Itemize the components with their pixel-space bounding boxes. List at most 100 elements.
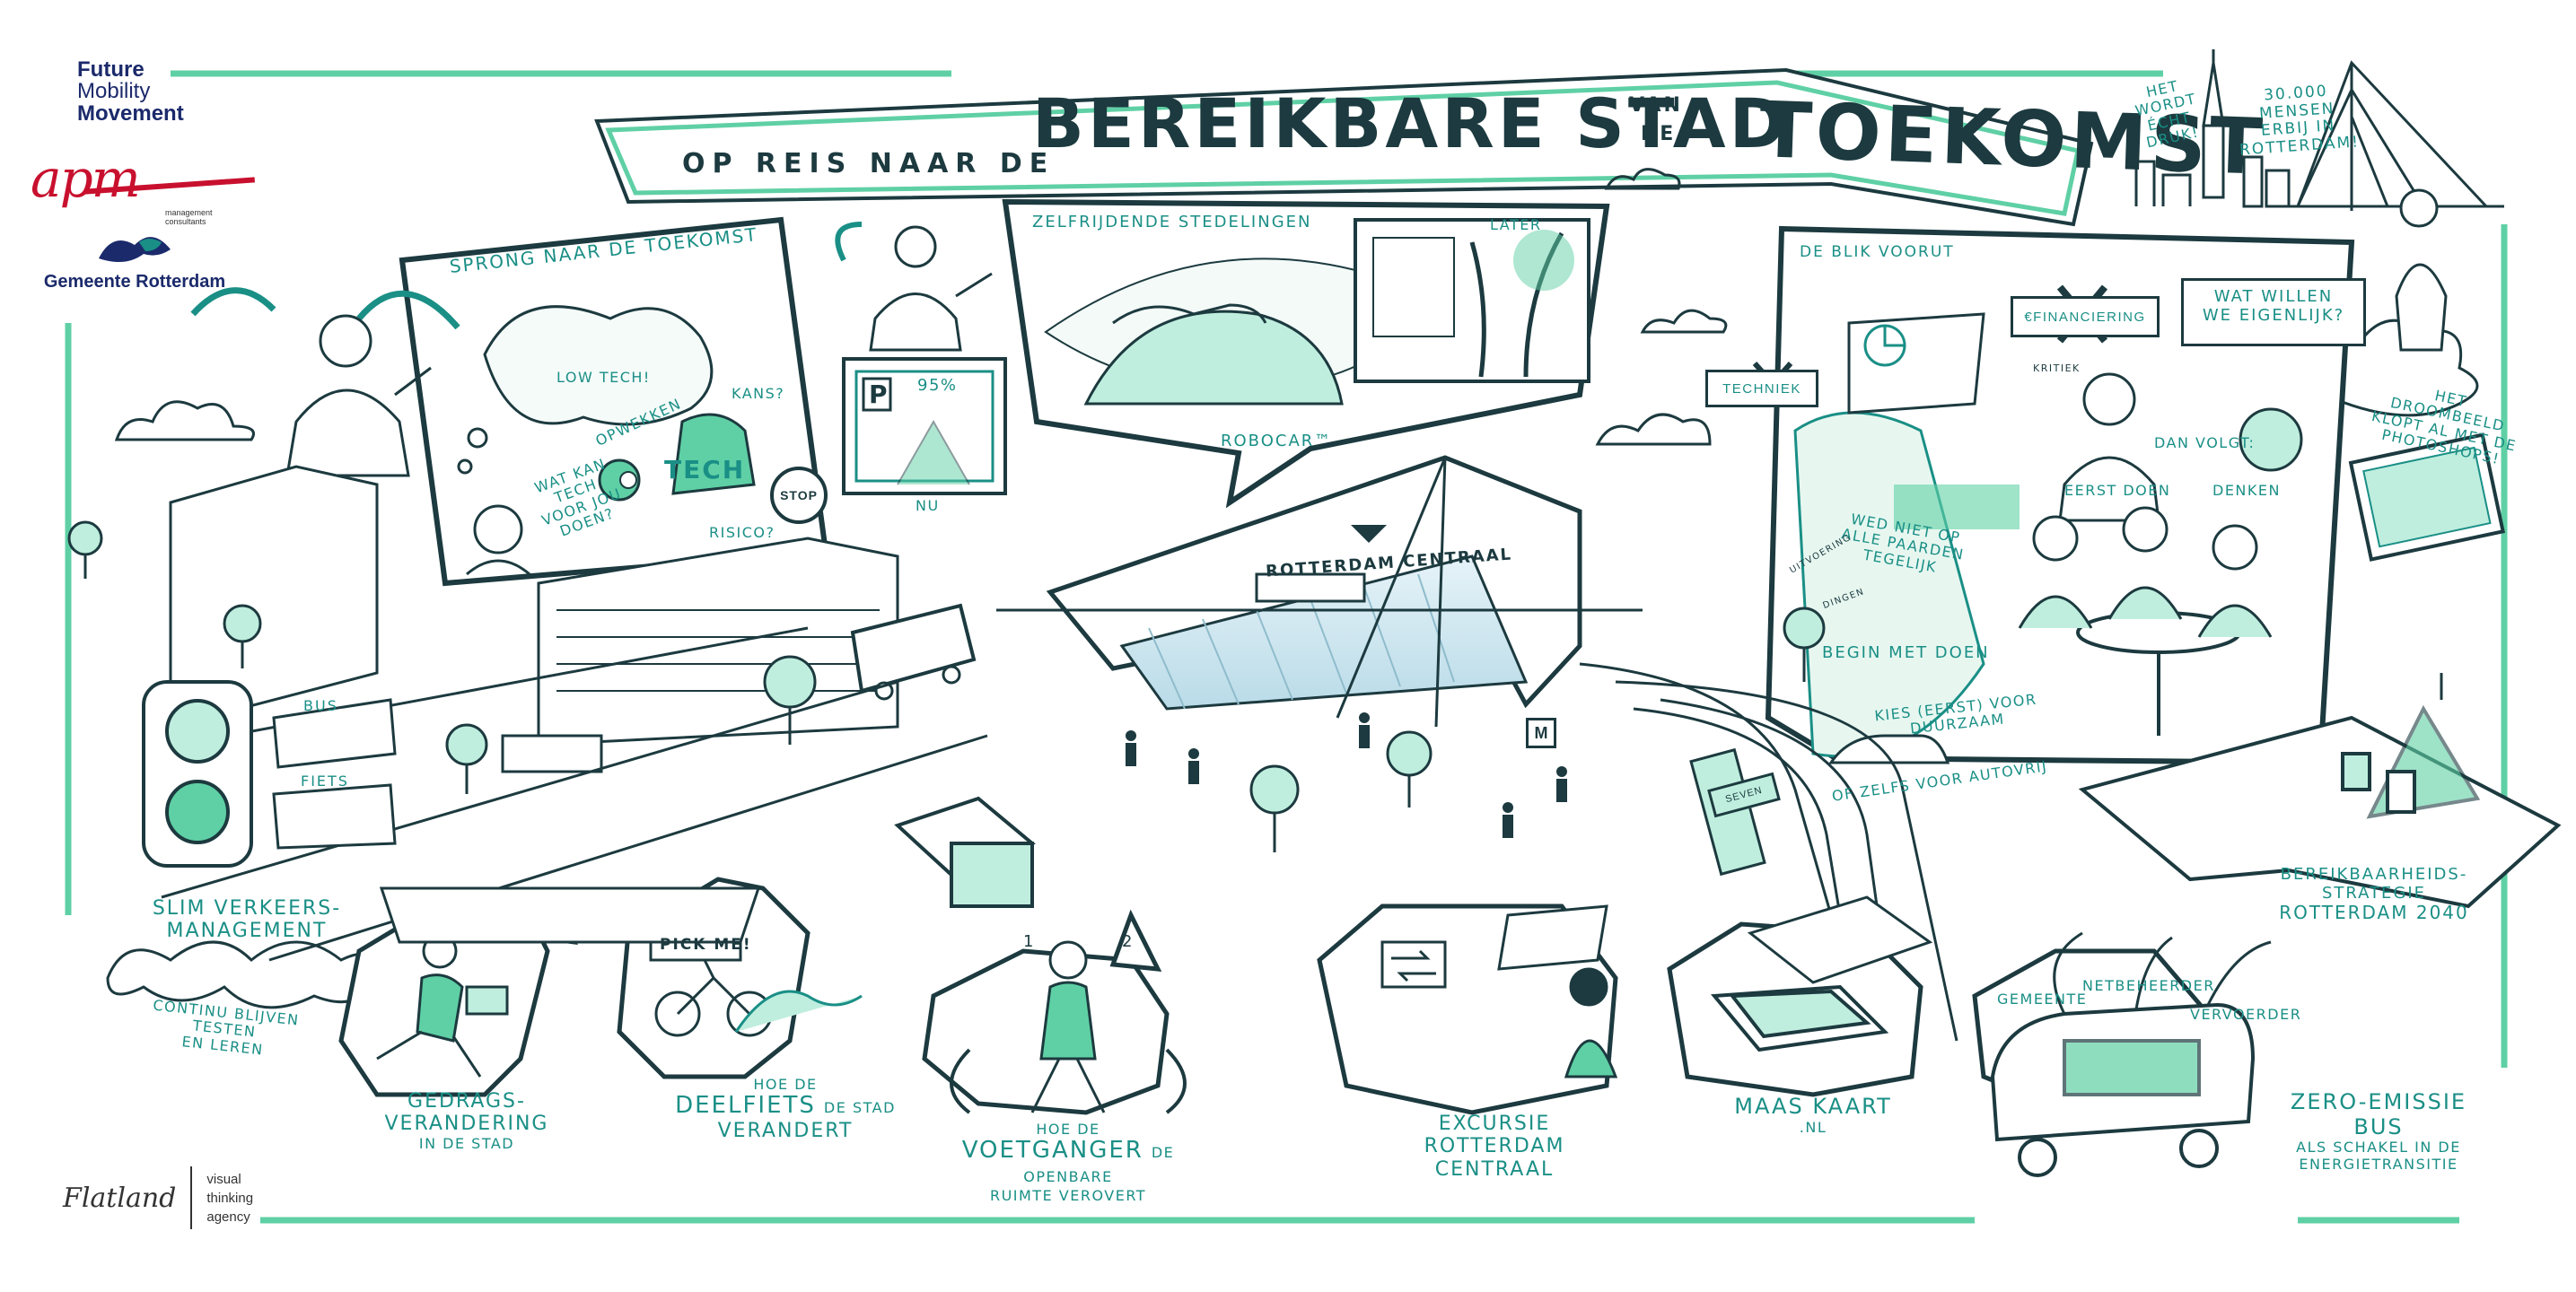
sprong-tech-label: TECH [664, 455, 746, 484]
running-figure [376, 886, 761, 1078]
gemeente-tag: GEMEENTE [1997, 991, 2088, 1008]
verkeersmanagement-label: SLIM VERKEERS- MANAGEMENT [135, 897, 359, 943]
wat-willen-line2: WE EIGENLIJK? [2202, 305, 2345, 325]
denken-label: DENKEN [2212, 482, 2281, 499]
strategie-line1: BEREIKBAARHEIDS- [2280, 865, 2468, 884]
flatland-tagline: visual thinking agency [206, 1170, 253, 1227]
pick-me-sign: PICK ME! [660, 936, 752, 954]
flatland-tagline-3: agency [206, 1209, 250, 1225]
deelfiets-label: HOE DE DEELFIETS DE STAD VERANDERT [664, 1076, 907, 1143]
zelfrijdende-later: LATER [1490, 216, 1542, 233]
zero-emissie-line3: ALS SCHAKEL IN DE [2296, 1139, 2461, 1157]
standing-figure-right [2395, 188, 2448, 352]
maas-line2: .NL [1799, 1118, 1827, 1136]
maas-label: MAAS KAART .NL [1723, 1094, 1903, 1136]
flatland-tagline-2: thinking [206, 1190, 254, 1206]
title-part2: BEREIKBARE STAD [1032, 83, 1790, 163]
step-number-2: 2 [1122, 932, 1135, 951]
title-banner [594, 67, 2094, 227]
verkeersmanagement-line2: MANAGEMENT [166, 920, 328, 943]
apm-logo: apm management consultants [31, 148, 255, 226]
presenter-figure-middle [835, 222, 993, 352]
parking-nu: NU [916, 497, 940, 514]
traffic-light [142, 680, 397, 868]
voetganger-line1: HOE DE [1036, 1121, 1100, 1138]
fiets-tag: FIETS [301, 773, 349, 790]
parking-p-label: P [869, 380, 889, 409]
fmm-logo-line2: Mobility [77, 79, 151, 104]
deelfiets-line4: VERANDERT [717, 1120, 854, 1143]
vervoerder-tag: VERVOERDER [2190, 1006, 2302, 1023]
presenter-figure-left [190, 287, 460, 477]
voetganger-word: VOETGANGER [961, 1137, 1143, 1165]
robocar-label: ROBOCAR™ [1221, 432, 1333, 450]
gedrag-label: GEDRAGS- VERANDERING IN DE STAD [377, 1090, 556, 1152]
panel-zelfrijdende-frame [842, 198, 1610, 509]
panel-blik-frame [1752, 225, 2355, 766]
rotterdam-logo: Gemeente Rotterdam [27, 231, 242, 292]
title-part1: OP REIS NAAR DE [682, 148, 1056, 179]
sprong-kans: KANS? [732, 385, 785, 402]
excursie-line1: EXCURSIE [1438, 1113, 1551, 1135]
frame-lines [65, 70, 2508, 1224]
netbeheerder-tag: NETBEHEERDER [2082, 977, 2215, 994]
strategie-line3: ROTTERDAM 2040 [2279, 902, 2469, 924]
sprong-risico: RISICO? [709, 524, 775, 541]
eerst-doen-label: EERST DOEN [2064, 482, 2171, 499]
gedrag-line2: VERANDERING [384, 1113, 549, 1136]
excursie-scene [1380, 904, 1618, 1078]
flatland-logo: Flatland visual thinking agency [63, 1166, 253, 1229]
ground-lines [161, 608, 1958, 1042]
zero-emissie-line1: ZERO-EMISSIE [2290, 1089, 2467, 1114]
kritiek-label: KRITIEK [2033, 362, 2081, 374]
maas-phone [1710, 895, 1933, 1052]
deelfiets-word: DEELFIETS [675, 1092, 816, 1120]
station-building [1046, 455, 1582, 728]
zelfrijdende-title: ZELFRIJDENDE STEDELINGEN [1032, 213, 1312, 231]
stop-sign-label: STOP [780, 488, 818, 502]
trees [67, 520, 1826, 852]
deelfiets-line1: HOE DE [753, 1076, 818, 1093]
rotterdam-lion-icon [99, 237, 171, 262]
strategie-label: BEREIKBAARHEIDS- STRATEGIE ROTTERDAM 204… [2262, 865, 2486, 924]
page-title: OP REIS NAAR DE BEREIKBARE STAD VAN DE T… [592, 67, 2267, 211]
flatland-divider [190, 1166, 193, 1229]
parking-percentage: 95% [917, 376, 958, 395]
bus-shelter [894, 796, 1036, 908]
excursie-label: EXCURSIE ROTTERDAM CENTRAAL [1364, 1113, 1625, 1181]
apm-wordmark: apm [31, 148, 141, 209]
metro-sign: M [1526, 718, 1556, 748]
title-van: VAN [1629, 94, 1683, 117]
zero-emissie-line2: BUS [2353, 1113, 2404, 1139]
pedestrian-figure [950, 940, 1187, 1114]
begin-met-doen: BEGIN MET DOEN [1822, 643, 1990, 662]
step-number-1: 1 [1023, 932, 1036, 951]
gedrag-line1: GEDRAGS- [407, 1090, 526, 1113]
sprong-low-tech: LOW TECH! [556, 369, 651, 386]
flatland-tagline-1: visual [206, 1171, 241, 1187]
verkeersmanagement-line1: SLIM VERKEERS- [152, 897, 342, 920]
photo-card [2348, 432, 2506, 562]
fmm-logo-line1: Future [77, 57, 145, 82]
excursie-line2: ROTTERDAM CENTRAAL [1424, 1135, 1565, 1181]
apm-tagline: management consultants [165, 208, 213, 226]
crowd-figures [1126, 712, 1567, 838]
deelfiets-line2: DEELFIETS DE STAD [664, 1092, 907, 1120]
flatland-wordmark: Flatland [63, 1182, 177, 1214]
tram-sign-label: SEVEN [1724, 784, 1764, 806]
strategy-map [2078, 673, 2562, 909]
wat-willen-line1: WAT WILLEN [2213, 287, 2334, 306]
zero-emissie-line4: ENERGIETRANSITIE [2299, 1155, 2458, 1173]
zero-emissie-label: ZERO-EMISSIE BUS ALS SCHAKEL IN DE ENERG… [2262, 1089, 2495, 1173]
techniek-label: TECHNIEK [1722, 380, 1801, 397]
deelfiets-de-stad: DE STAD [823, 1099, 896, 1117]
title-de: DE [1641, 123, 1677, 145]
stop-sign: STOP [770, 467, 828, 524]
rotterdam-wordmark: Gemeente Rotterdam [43, 272, 226, 292]
voetganger-de-openbare: DE OPENBARE [1023, 1144, 1175, 1186]
fmm-logo-line3: Movement [77, 100, 184, 126]
fmm-logo: Future Mobility Movement [77, 57, 184, 126]
wat-willen-box: WAT WILLEN WE EIGENLIJK? [2181, 278, 2366, 346]
maas-line1: MAAS KAART [1734, 1094, 1892, 1119]
